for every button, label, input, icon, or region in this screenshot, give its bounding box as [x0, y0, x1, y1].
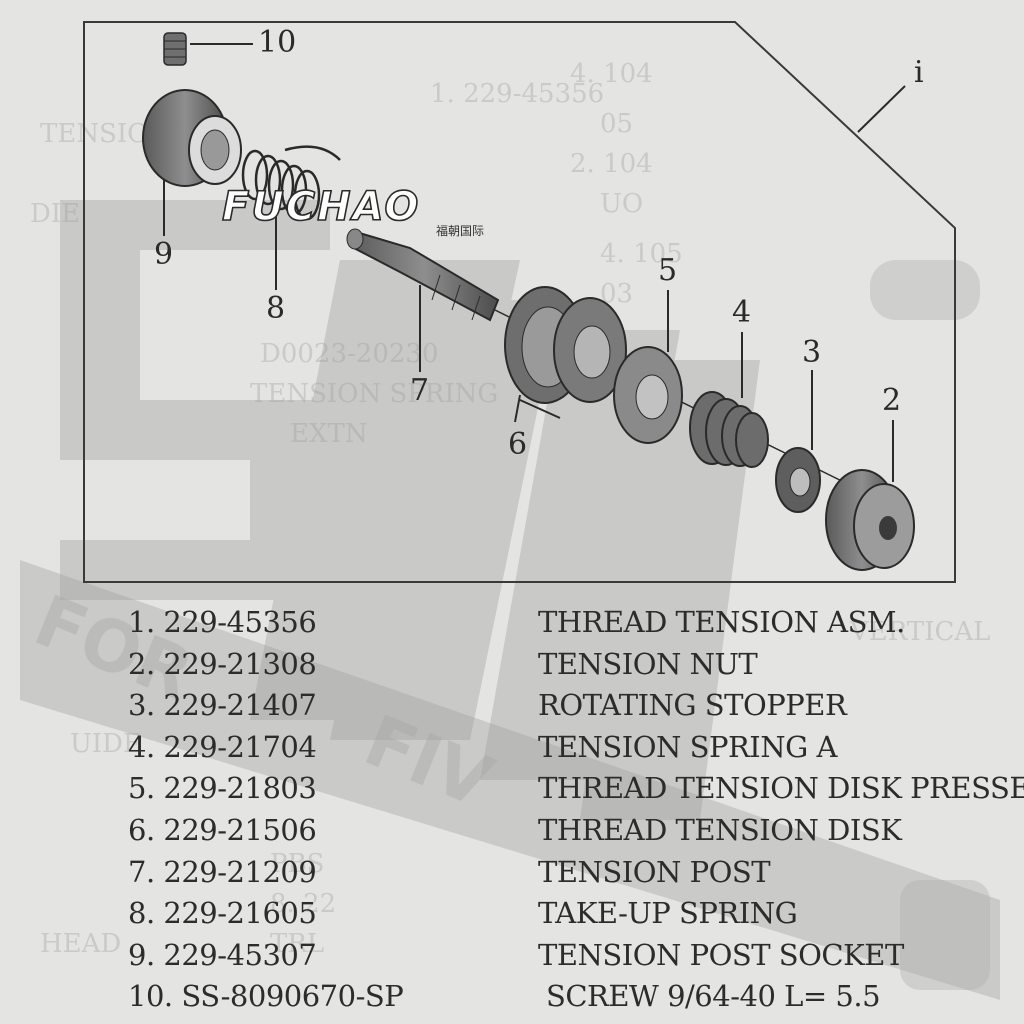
assembly-leader: [857, 85, 906, 133]
callout-10: 10: [258, 25, 297, 60]
part-number: 4. 229-21704: [128, 729, 317, 764]
part-description: TENSION SPRING A: [538, 729, 837, 764]
svg-text:VERTICAL: VERTICAL: [849, 617, 990, 647]
part-description: TENSION POST: [538, 854, 771, 889]
part-description: TAKE-UP SPRING: [538, 896, 798, 931]
diagram-frame: [83, 21, 956, 583]
parts-list-row: 10. SS-8090670-SP SCREW 9/64-40 L= 5.5: [128, 976, 1008, 1018]
svg-text:4. 104: 4. 104: [570, 59, 653, 89]
part-description: TENSION NUT: [538, 646, 758, 681]
part-3-rotating-stopper: [775, 370, 821, 513]
part-number: 2. 229-21308: [128, 646, 317, 681]
callout-8: 8: [266, 291, 286, 326]
parts-list-row: 3. 229-21407 ROTATING STOPPER: [128, 685, 1008, 727]
svg-text:HEAD: HEAD: [40, 929, 121, 959]
callout-5: 5: [658, 253, 678, 288]
parts-list-row: 5. 229-21803 THREAD TENSION DISK PRESSER: [128, 768, 1024, 810]
part-4-tension-spring: [689, 332, 769, 468]
callout-9: 9: [154, 237, 174, 272]
parts-list-row: 8. 229-21605 TAKE-UP SPRING: [128, 893, 1008, 935]
callout-4: 4: [732, 295, 752, 330]
svg-text:TENSION SPRING: TENSION SPRING: [250, 379, 498, 409]
svg-text:TRL: TRL: [270, 929, 324, 959]
parts-list-row: 6. 229-21506 THREAD TENSION DISK: [128, 810, 1008, 852]
part-6-tension-disks: [504, 286, 627, 423]
callout-assembly-i: i: [914, 55, 924, 90]
svg-text:05: 05: [600, 109, 633, 139]
callout-3: 3: [802, 335, 822, 370]
callout-7: 7: [410, 373, 430, 408]
part-description: THREAD TENSION DISK PRESSER: [538, 771, 1024, 806]
svg-text:PBS: PBS: [270, 849, 324, 879]
svg-text:UO: UO: [600, 189, 643, 219]
parts-list-row: 2. 229-21308 TENSION NUT: [128, 644, 1008, 686]
fuchao-logo: FUCHAO: [221, 183, 421, 231]
part-8-take-up-spring: [241, 145, 341, 290]
part-number: 10. SS-8090670-SP: [128, 979, 404, 1014]
part-number: 9. 229-45307: [128, 937, 317, 972]
part-5-disk-presser: [613, 290, 683, 444]
parts-list-row: 1. 229-45356 THREAD TENSION ASM.: [128, 602, 1008, 644]
fuchao-logo-subtext: 福朝国际: [436, 224, 485, 238]
svg-text:UIDE: UIDE: [70, 729, 142, 759]
part-7-tension-post: [346, 228, 500, 372]
svg-text:8. 22: 8. 22: [270, 889, 336, 919]
part-description: SCREW 9/64-40 L= 5.5: [546, 979, 881, 1014]
parts-list-row: 9. 229-45307 TENSION POST SOCKET: [128, 935, 1008, 977]
parts-list: 1. 229-45356 THREAD TENSION ASM. 2. 229-…: [128, 602, 1024, 1018]
svg-text:D0023-20230: D0023-20230: [260, 339, 439, 369]
part-description: THREAD TENSION DISK: [538, 812, 902, 847]
callout-2: 2: [882, 383, 902, 418]
part-number: 7. 229-21209: [128, 854, 317, 889]
parts-list-row: 4. 229-21704 TENSION SPRING A: [128, 727, 1008, 769]
part-number: 8. 229-21605: [128, 896, 317, 931]
part-9-socket: [142, 89, 242, 236]
svg-text:EXTN: EXTN: [290, 419, 368, 449]
svg-text:2. 104: 2. 104: [570, 149, 653, 179]
part-description: TENSION POST SOCKET: [538, 937, 904, 972]
part-number: 5. 229-21803: [128, 771, 317, 806]
svg-text:4. 105: 4. 105: [600, 239, 683, 269]
part-number: 3. 229-21407: [128, 688, 317, 723]
parts-list-row: 7. 229-21209 TENSION POST: [128, 852, 1008, 894]
part-number: 6. 229-21506: [128, 812, 317, 847]
part-description: ROTATING STOPPER: [538, 688, 847, 723]
part-2-tension-nut: [825, 420, 915, 571]
svg-text:1. 229-45356: 1. 229-45356: [430, 79, 604, 109]
part-description: THREAD TENSION ASM.: [538, 605, 905, 639]
part-10-screw: [163, 32, 253, 66]
part-number: 1. 229-45356: [128, 605, 317, 639]
callout-6: 6: [508, 427, 528, 462]
svg-text:DIE: DIE: [30, 199, 80, 229]
